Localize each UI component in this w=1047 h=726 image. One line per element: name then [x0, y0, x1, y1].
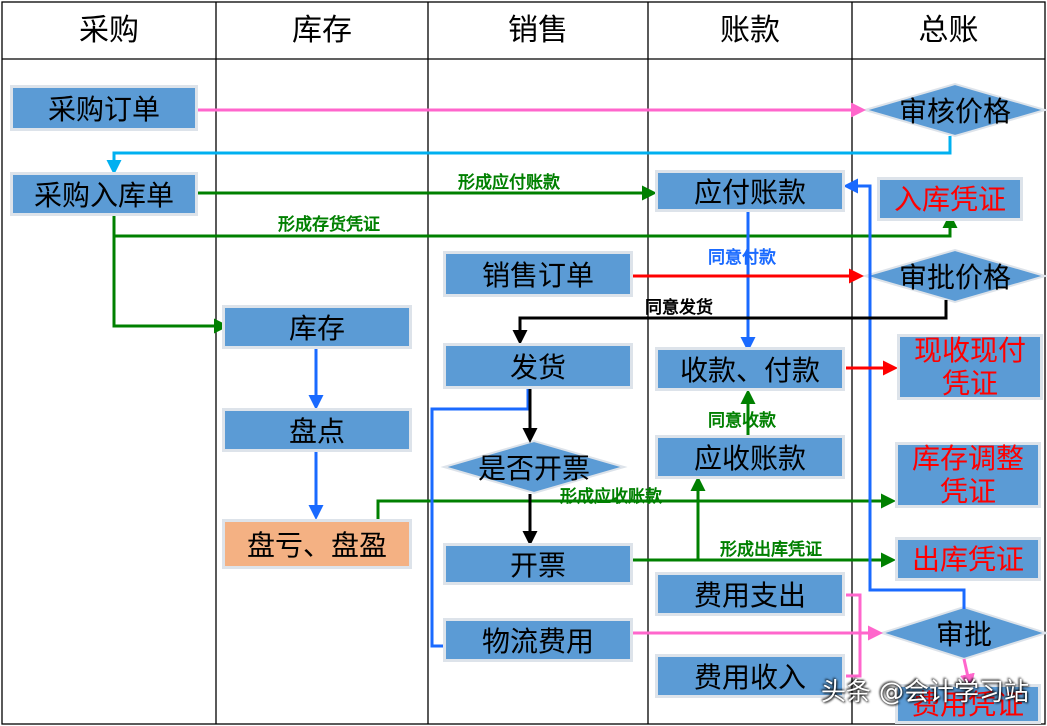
diamond-invoice-decision	[440, 439, 628, 495]
red-arrows	[630, 268, 898, 376]
voucher-adjust[interactable]: 库存调整 凭证	[895, 442, 1041, 508]
node-invoice-decision[interactable]: 是否开票	[477, 452, 590, 485]
node-invoicing[interactable]: 开票	[443, 543, 633, 585]
node-inventory[interactable]: 库存	[222, 305, 412, 349]
node-stocktake[interactable]: 盘点	[222, 408, 412, 452]
voucher-cash[interactable]: 现收现付 凭证	[897, 334, 1043, 400]
voucher-expense[interactable]: 费用凭证	[895, 684, 1041, 724]
node-purchase-inbound[interactable]: 采购入库单	[10, 172, 198, 216]
green-arrows	[112, 185, 958, 568]
lane-header-accounts: 账款	[720, 13, 780, 48]
voucher-inbound[interactable]: 入库凭证	[877, 177, 1023, 221]
label-form-receivable: 形成应收账款	[560, 487, 662, 507]
voucher-outbound[interactable]: 出库凭证	[895, 537, 1041, 581]
decision-shapes	[440, 82, 1047, 661]
node-shipping[interactable]: 发货	[443, 343, 633, 389]
node-sales-order[interactable]: 销售订单	[443, 251, 633, 297]
diamond-review-price	[861, 82, 1047, 138]
label-form-payable: 形成应付账款	[458, 173, 560, 193]
voucher-inbound-label: 入库凭证	[893, 182, 1006, 216]
lane-header-ledger: 总账	[918, 13, 979, 48]
node-approve-price[interactable]: 审批价格	[898, 261, 1011, 294]
diamond-approve	[878, 605, 1047, 661]
label-form-outbound-voucher: 形成出库凭证	[720, 540, 822, 560]
label-form-stock-voucher: 形成存货凭证	[278, 215, 380, 235]
voucher-adjust-line2: 凭证	[939, 475, 996, 508]
node-expense-in[interactable]: 费用收入	[655, 654, 845, 698]
node-purchase-order[interactable]: 采购订单	[10, 85, 198, 131]
pink-arrows	[198, 102, 975, 689]
voucher-cash-line1: 现收现付	[913, 334, 1026, 367]
label-agree-ship: 同意发货	[645, 298, 713, 318]
voucher-expense-label: 费用凭证	[911, 687, 1024, 721]
lane-header-inventory: 库存	[292, 13, 352, 48]
blue-arrows	[308, 178, 966, 654]
node-gain-loss[interactable]: 盘亏、盘盈	[222, 519, 412, 569]
black-arrows	[512, 300, 948, 546]
cyan-arrow	[106, 136, 952, 175]
node-collect-pay[interactable]: 收款、付款	[655, 347, 845, 391]
node-approve[interactable]: 审批	[935, 618, 992, 651]
label-agree-collect: 同意收款	[708, 411, 776, 431]
voucher-outbound-label: 出库凭证	[911, 542, 1024, 576]
diamond-approve-price	[861, 248, 1047, 304]
label-agree-pay: 同意付款	[708, 248, 776, 268]
node-logistics-cost[interactable]: 物流费用	[443, 618, 633, 662]
watermark: 头条 @会计学习站	[821, 677, 1029, 706]
lane-header-sales: 销售	[508, 13, 568, 48]
node-review-price[interactable]: 审核价格	[898, 95, 1011, 128]
node-accounts-payable[interactable]: 应付账款	[655, 170, 845, 212]
node-accounts-receivable[interactable]: 应收账款	[655, 435, 845, 479]
voucher-adjust-line1: 库存调整	[911, 442, 1024, 475]
lane-header-purchase: 采购	[79, 13, 139, 48]
voucher-cash-line2: 凭证	[941, 367, 998, 400]
node-expense-out[interactable]: 费用支出	[655, 572, 845, 616]
